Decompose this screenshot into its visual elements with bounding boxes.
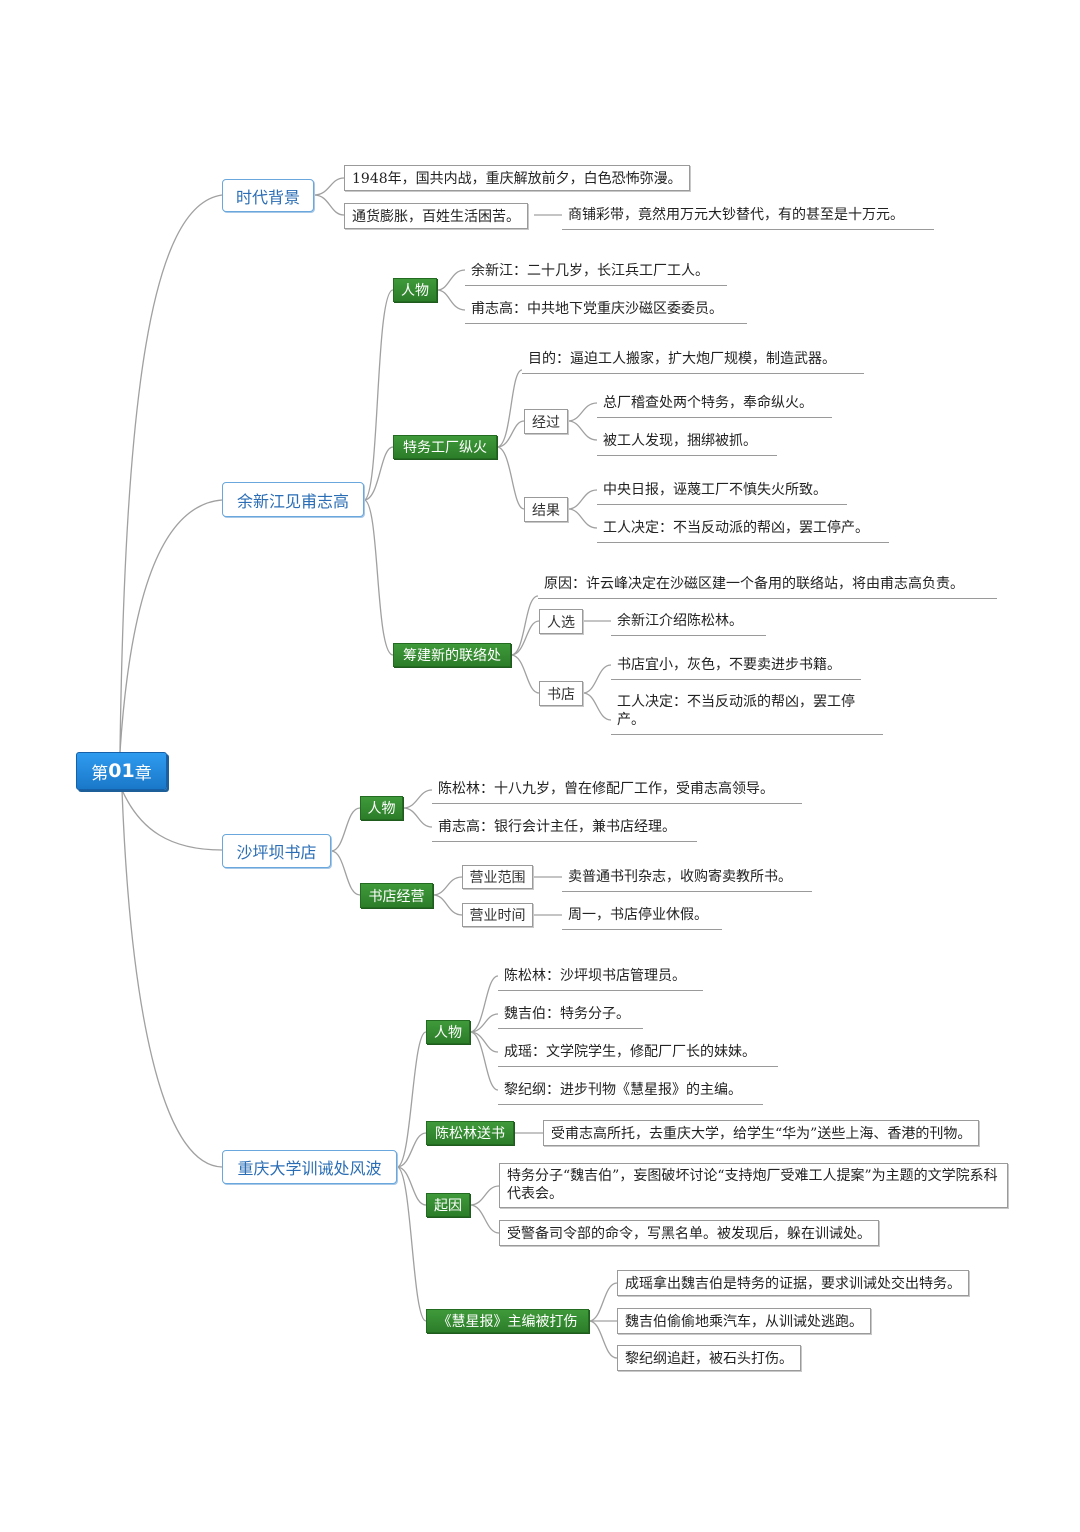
station-person-item-1[interactable]: 余新江介绍陈松林。 — [611, 612, 766, 636]
books-item[interactable]: 受甫志高所托，去重庆大学，给学生“华为”送些上海、香港的刊物。 — [543, 1120, 980, 1146]
root-number: 01 — [108, 760, 135, 782]
station-shop-item-1[interactable]: 书店宜小，灰色，不要卖进步书籍。 — [611, 656, 861, 680]
era-item-1948[interactable]: 1948年，国共内战，重庆解放前夕，白色恐怖弥漫。 — [344, 165, 690, 191]
b4-beaten-node[interactable]: 《慧星报》主编被打伤 — [426, 1309, 589, 1333]
b4-people-item-4[interactable]: 黎纪纲：进步刊物《慧星报》的主编。 — [498, 1081, 763, 1105]
fire-process-item-2[interactable]: 被工人发现，捆绑被抓。 — [597, 432, 777, 456]
era-item-inflation-detail[interactable]: 商铺彩带，竟然用万元大钞替代，有的甚至是十万元。 — [562, 206, 934, 230]
ops-scope-node[interactable]: 营业范围 — [462, 865, 533, 889]
fire-result-item-2[interactable]: 工人决定：不当反动派的帮凶，罢工停产。 — [597, 519, 889, 543]
b4-people-item-3[interactable]: 成瑶：文学院学生，修配厂厂长的妹妹。 — [498, 1043, 778, 1067]
b4-books-node[interactable]: 陈松林送书 — [426, 1121, 514, 1145]
b2-people-node[interactable]: 人物 — [393, 278, 437, 302]
ops-scope-item[interactable]: 卖普通书刊杂志，收购寄卖教所书。 — [562, 868, 812, 892]
b4-cause-node[interactable]: 起因 — [426, 1193, 470, 1217]
b2-fire-node[interactable]: 特务工厂纵火 — [393, 435, 497, 459]
b3-people-item-1[interactable]: 陈松林：十八九岁，曾在修配厂工作，受甫志高领导。 — [432, 780, 802, 804]
b4-people-item-2[interactable]: 魏吉伯：特务分子。 — [498, 1005, 643, 1029]
b3-people-node[interactable]: 人物 — [360, 796, 403, 820]
beaten-item-1[interactable]: 成瑶拿出魏吉伯是特务的证据，要求训诫处交出特务。 — [617, 1270, 969, 1296]
branch-yu-meets-fu[interactable]: 余新江见甫志高 — [222, 482, 364, 517]
branch-chongqing-university-incident[interactable]: 重庆大学训诫处风波 — [222, 1150, 397, 1184]
b2-station-node[interactable]: 筹建新的联络处 — [393, 643, 511, 667]
fire-purpose[interactable]: 目的：逼迫工人搬家，扩大炮厂规模，制造武器。 — [522, 350, 864, 374]
station-person-node[interactable]: 人选 — [539, 609, 583, 634]
beaten-item-2[interactable]: 魏吉伯偷偷地乘汽车，从训诫处逃跑。 — [617, 1308, 871, 1334]
fire-process-item-1[interactable]: 总厂稽查处两个特务，奉命纵火。 — [597, 394, 832, 418]
fire-result-item-1[interactable]: 中央日报，诬蔑工厂不慎失火所致。 — [597, 481, 847, 505]
cause-item-1[interactable]: 特务分子“魏吉伯”，妄图破坏讨论“支持炮厂受难工人提案”为主题的文学院系科代表会… — [499, 1163, 1008, 1208]
fire-process-node[interactable]: 经过 — [524, 409, 568, 434]
ops-hours-node[interactable]: 营业时间 — [462, 903, 533, 927]
b3-people-item-2[interactable]: 甫志高：银行会计主任，兼书店经理。 — [432, 818, 697, 842]
station-shop-item-2[interactable]: 工人决定：不当反动派的帮凶，罢工停产。 — [611, 693, 883, 735]
b3-ops-node[interactable]: 书店经营 — [360, 883, 433, 908]
root-suffix: 章 — [134, 763, 152, 784]
branch-era-background[interactable]: 时代背景 — [222, 179, 314, 212]
branch-shapingba-bookstore[interactable]: 沙坪坝书店 — [222, 834, 331, 868]
b2-people-item-2[interactable]: 甫志高：中共地下党重庆沙磁区委委员。 — [465, 300, 747, 324]
root-prefix: 第 — [91, 763, 109, 784]
era-item-inflation[interactable]: 通货膨胀，百姓生活困苦。 — [344, 203, 528, 229]
b4-people-item-1[interactable]: 陈松林：沙坪坝书店管理员。 — [498, 967, 703, 991]
ops-hours-item[interactable]: 周一，书店停业休假。 — [562, 906, 722, 930]
station-shop-node[interactable]: 书店 — [539, 681, 583, 706]
cause-item-2[interactable]: 受警备司令部的命令，写黑名单。被发现后，躲在训诫处。 — [499, 1220, 879, 1246]
b2-people-item-1[interactable]: 余新江：二十几岁，长江兵工厂工人。 — [465, 262, 727, 286]
beaten-item-3[interactable]: 黎纪纲追赶，被石头打伤。 — [617, 1345, 801, 1371]
fire-result-node[interactable]: 结果 — [524, 497, 568, 522]
station-reason[interactable]: 原因：许云峰决定在沙磁区建一个备用的联络站，将由甫志高负责。 — [538, 575, 997, 599]
b4-people-node[interactable]: 人物 — [426, 1020, 470, 1044]
